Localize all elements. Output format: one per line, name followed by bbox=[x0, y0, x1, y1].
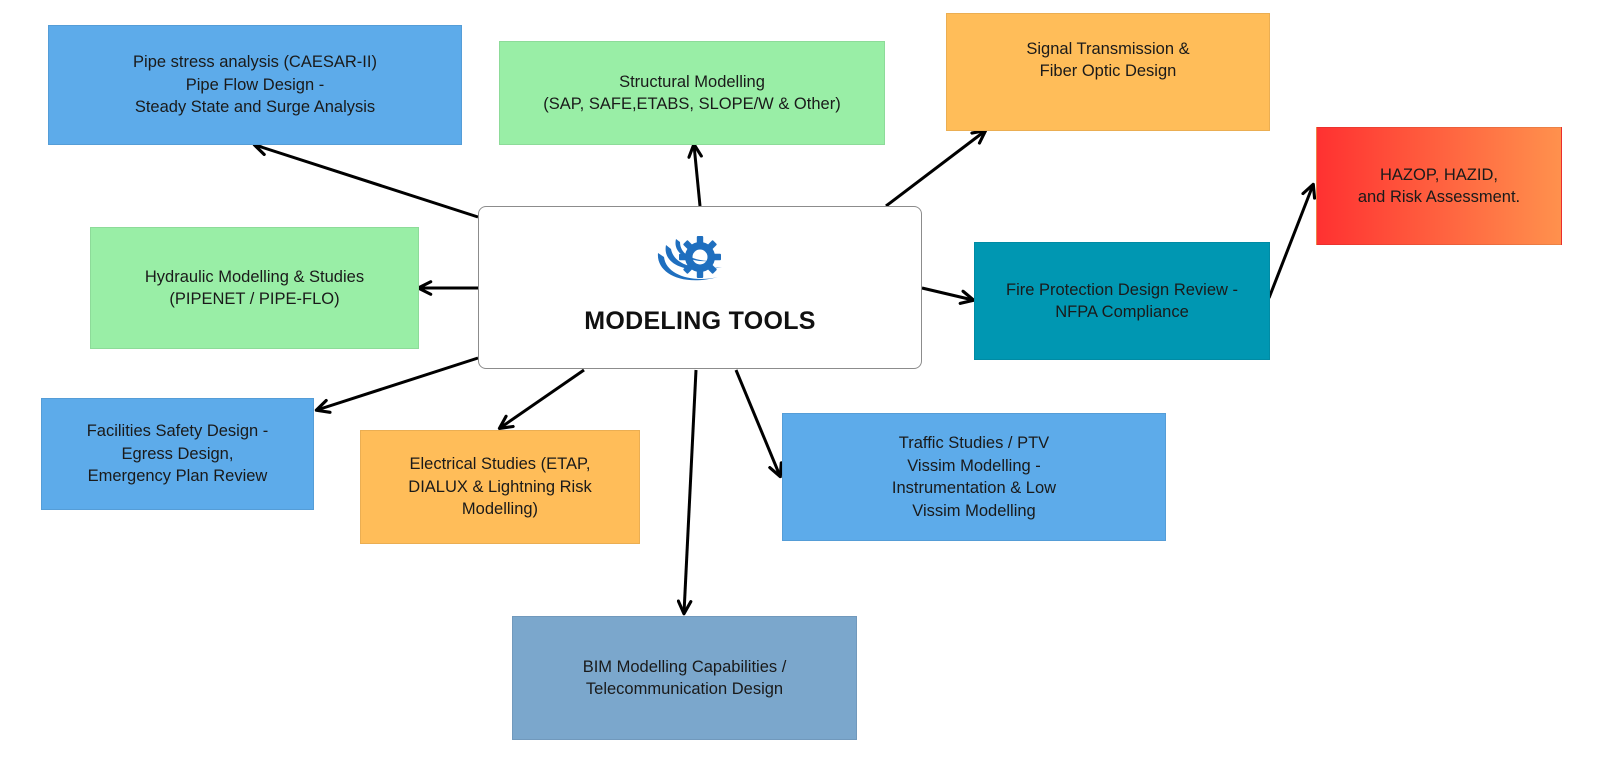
node-fire: Fire Protection Design Review - NFPA Com… bbox=[974, 242, 1270, 360]
node-electrical: Electrical Studies (ETAP, DIALUX & Light… bbox=[360, 430, 640, 544]
arrow-to-structural bbox=[687, 142, 703, 207]
node-pipe-stress-label: Pipe stress analysis (CAESAR-II) Pipe Fl… bbox=[133, 53, 377, 117]
node-fire-label: Fire Protection Design Review - NFPA Com… bbox=[1006, 280, 1238, 322]
node-hazop: HAZOP, HAZID, and Risk Assessment. bbox=[1316, 127, 1562, 245]
node-signal-label: Signal Transmission & Fiber Optic Design bbox=[1026, 39, 1190, 81]
gear-swoosh-icon bbox=[657, 236, 722, 281]
node-traffic: Traffic Studies / PTV Vissim Modelling -… bbox=[782, 413, 1166, 541]
arrow-to-pipe-stress bbox=[252, 141, 479, 219]
node-signal: Signal Transmission & Fiber Optic Design bbox=[946, 13, 1270, 131]
node-bim-label: BIM Modelling Capabilities / Telecommuni… bbox=[582, 657, 787, 699]
arrow-to-hazop bbox=[1267, 182, 1317, 299]
node-facilities: Facilities Safety Design - Egress Design… bbox=[41, 398, 314, 510]
hub-title: MODELING TOOLS bbox=[584, 307, 816, 335]
node-hydraulic-label: Hydraulic Modelling & Studies (PIPENET /… bbox=[144, 267, 365, 309]
arrow-to-electrical bbox=[497, 368, 585, 431]
node-hydraulic: Hydraulic Modelling & Studies (PIPENET /… bbox=[90, 227, 419, 349]
arrow-to-fire bbox=[921, 286, 976, 305]
hub-node: MODELING TOOLS bbox=[478, 206, 922, 369]
node-electrical-label: Electrical Studies (ETAP, DIALUX & Light… bbox=[408, 455, 592, 519]
arrow-to-facilities bbox=[314, 356, 479, 414]
node-structural-label: Structural Modelling (SAP, SAFE,ETABS, S… bbox=[543, 72, 841, 114]
node-hazop-label: HAZOP, HAZID, and Risk Assessment. bbox=[1357, 165, 1521, 207]
node-facilities-label: Facilities Safety Design - Egress Design… bbox=[86, 422, 269, 486]
arrow-to-bim bbox=[676, 369, 698, 616]
arrow-to-traffic bbox=[734, 369, 783, 479]
arrow-to-signal bbox=[885, 128, 988, 208]
node-structural: Structural Modelling (SAP, SAFE,ETABS, S… bbox=[499, 41, 885, 145]
node-traffic-label: Traffic Studies / PTV Vissim Modelling -… bbox=[891, 434, 1057, 520]
node-bim: BIM Modelling Capabilities / Telecommuni… bbox=[512, 616, 857, 740]
node-pipe-stress: Pipe stress analysis (CAESAR-II) Pipe Fl… bbox=[48, 25, 462, 145]
